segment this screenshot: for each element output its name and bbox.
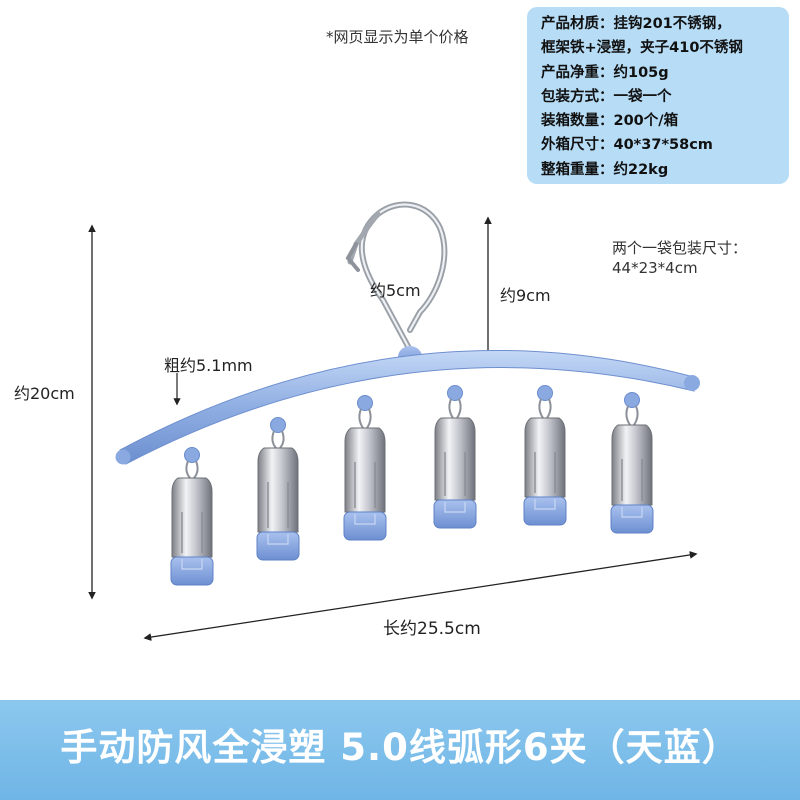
hanger-bar	[119, 350, 695, 465]
spec-row: 外箱尺寸：40*37*58cm	[541, 137, 713, 154]
spec-box: 产品材质：挂钩201不锈钢， 框架铁+浸塑，夹子410不锈钢 产品净重：约105…	[527, 7, 789, 184]
hook	[345, 201, 448, 368]
clip	[433, 385, 477, 529]
spec-row: 框架铁+浸塑，夹子410不锈钢	[541, 40, 743, 57]
thickness-label: 粗约5.1mm	[164, 356, 253, 375]
clip	[523, 385, 567, 526]
length-arrow	[143, 551, 698, 641]
clips-group	[170, 385, 654, 586]
product-title: 手动防风全浸塑 5.0线弧形6夹（天蓝）	[60, 726, 740, 769]
spec-row: 产品净重：约105g	[541, 64, 669, 81]
pack-size-line2: 44*23*4cm	[612, 259, 698, 277]
height-label: 约20cm	[14, 384, 75, 403]
spec-row: 装箱数量：200个/箱	[541, 113, 679, 130]
length-label: 长约25.5cm	[383, 619, 481, 639]
spec-row: 产品材质：挂钩201不锈钢，	[541, 16, 731, 32]
price-note: *网页显示为单个价格	[326, 28, 469, 46]
clip	[343, 395, 387, 541]
pack-size-note: 两个一袋包装尺寸： 44*23*4cm	[612, 238, 747, 278]
spec-row: 整箱重量：约22kg	[541, 161, 669, 178]
pack-size-line1: 两个一袋包装尺寸：	[612, 239, 748, 257]
clip	[610, 392, 654, 534]
spec-row: 包装方式：一袋一个	[541, 88, 672, 105]
clip	[170, 447, 214, 586]
hook-height-label: 约9cm	[500, 286, 551, 305]
hook-width-label: 约5cm	[370, 281, 421, 300]
clip	[256, 417, 300, 561]
title-banner	[0, 700, 800, 800]
